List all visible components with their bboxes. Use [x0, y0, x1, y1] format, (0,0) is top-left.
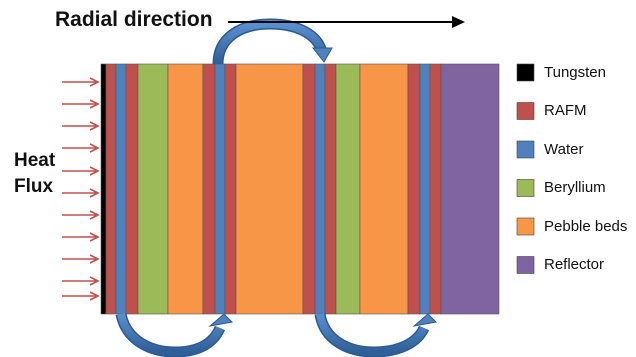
layer-pebble-beds	[359, 63, 409, 315]
layer-water	[214, 63, 226, 315]
legend-swatch-rafm	[516, 102, 535, 120]
heat-arrow	[62, 121, 100, 131]
legend-label-reflector: Reflector	[544, 256, 605, 273]
legend-label-tungsten: Tungsten	[544, 63, 606, 81]
layer-rafm	[407, 63, 421, 315]
layer-rafm	[429, 63, 442, 315]
heat-arrow	[62, 77, 100, 87]
radial-direction-title: Radial direction	[55, 8, 213, 31]
layer-reflector	[440, 63, 500, 315]
layer-stack	[100, 63, 500, 315]
layer-rafm	[324, 63, 337, 315]
layer-water	[314, 63, 326, 315]
layer-rafm	[302, 63, 316, 315]
coolant-flow-arrows	[115, 18, 438, 357]
heat-arrow	[62, 210, 100, 220]
heat-arrow	[62, 276, 100, 286]
heat-label-line2: Flux	[14, 176, 54, 197]
legend-label-pebble-beds: Pebble beds	[544, 217, 628, 235]
heat-arrow	[62, 232, 100, 242]
heat-arrow	[62, 254, 100, 264]
heat-arrow	[62, 143, 100, 153]
heat-label-line1: Heat	[14, 150, 56, 171]
legend-label-water: Water	[544, 140, 584, 158]
heat-flux-arrows	[62, 77, 100, 301]
layer-pebble-beds	[167, 63, 204, 315]
heat-arrow	[62, 99, 100, 109]
legend-swatch-pebble-beds	[516, 217, 535, 236]
layer-rafm	[105, 63, 117, 315]
legend-label-rafm: RAFM	[544, 102, 587, 119]
layer-water	[419, 63, 431, 315]
heat-arrow	[62, 188, 100, 198]
heat-arrow	[62, 291, 100, 301]
flow-arrow-top-1	[212, 18, 333, 65]
layer-beryllium	[137, 63, 169, 315]
legend-swatch-beryllium	[516, 179, 535, 197]
layer-rafm	[224, 63, 237, 315]
heat-arrow	[62, 166, 100, 176]
radial-direction-arrow	[228, 16, 465, 28]
layer-rafm	[125, 63, 139, 315]
layer-tungsten	[100, 63, 107, 315]
legend	[516, 63, 535, 274]
legend-swatch-tungsten	[516, 63, 535, 82]
layer-beryllium	[335, 63, 361, 315]
flow-arrow-bottom-1	[115, 312, 234, 357]
layer-pebble-beds	[235, 63, 304, 315]
legend-label-beryllium: Beryllium	[544, 179, 606, 196]
layer-water	[115, 63, 127, 315]
legend-swatch-water	[516, 140, 535, 159]
legend-swatch-reflector	[516, 256, 535, 274]
flow-arrow-bottom-2	[314, 312, 438, 357]
layer-rafm	[202, 63, 216, 315]
